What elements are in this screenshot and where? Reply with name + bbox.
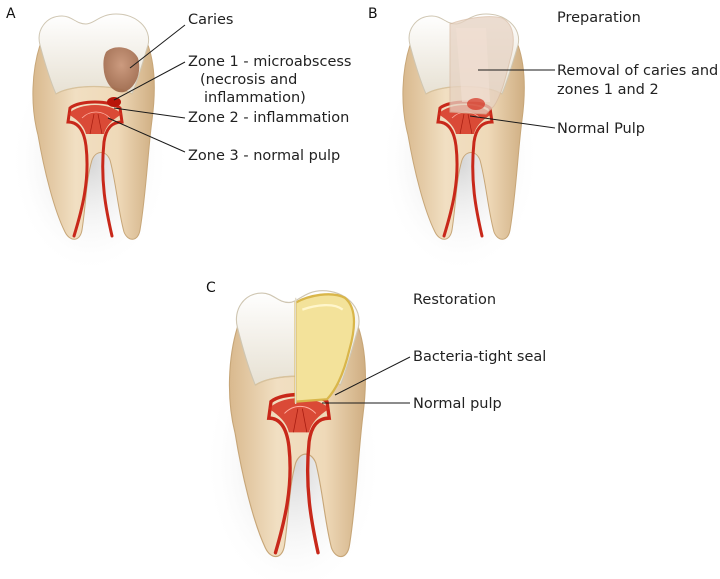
label-preparation: Preparation: [557, 10, 641, 26]
zone-1-microabscess: [107, 97, 121, 107]
label-zone-1-detail-2: inflammation): [204, 90, 306, 106]
label-zone-3: Zone 3 - normal pulp: [188, 148, 340, 164]
label-zone-1: Zone 1 - microabscess: [188, 54, 352, 70]
panel-letter-b: B: [368, 6, 378, 22]
tooth-a-illustration: [8, 12, 172, 277]
panel-a: A Caries Zone 1 - microabscess (necrosis…: [6, 6, 352, 277]
panel-b: B Preparation Removal of caries and zone…: [368, 6, 718, 277]
label-removal-2: zones 1 and 2: [557, 82, 659, 98]
tooth-b-illustration: [378, 12, 542, 277]
tooth-c-illustration: [202, 288, 385, 579]
panel-c: C Restoration Bacteria-tight seal Normal…: [202, 280, 546, 579]
label-removal-1: Removal of caries and: [557, 63, 718, 79]
restoration-filling: [294, 293, 356, 403]
panel-letter-a: A: [6, 6, 16, 22]
label-zone-1-detail-1: (necrosis and: [200, 72, 297, 88]
label-normal-pulp-c: Normal pulp: [413, 396, 502, 412]
label-zone-2: Zone 2 - inflammation: [188, 110, 349, 126]
panel-letter-c: C: [206, 280, 216, 296]
label-restoration: Restoration: [413, 292, 496, 308]
label-normal-pulp-b: Normal Pulp: [557, 121, 645, 137]
label-bacteria-tight-seal: Bacteria-tight seal: [413, 349, 546, 365]
caries-lesion: [103, 47, 140, 93]
label-caries: Caries: [188, 12, 233, 28]
